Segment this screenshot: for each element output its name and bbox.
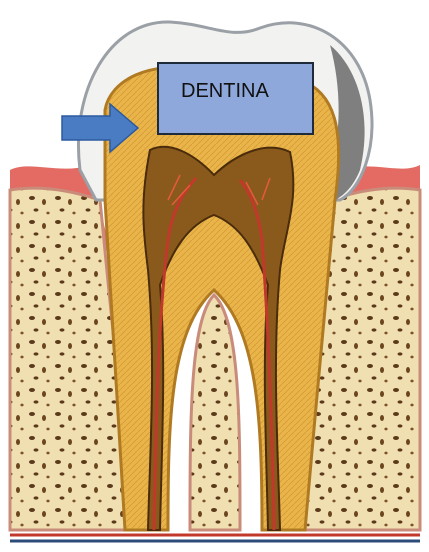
- dentina-label: DENTINA: [181, 80, 269, 102]
- dentina-label-box: DENTINA: [157, 62, 314, 135]
- bone-center: [190, 295, 240, 530]
